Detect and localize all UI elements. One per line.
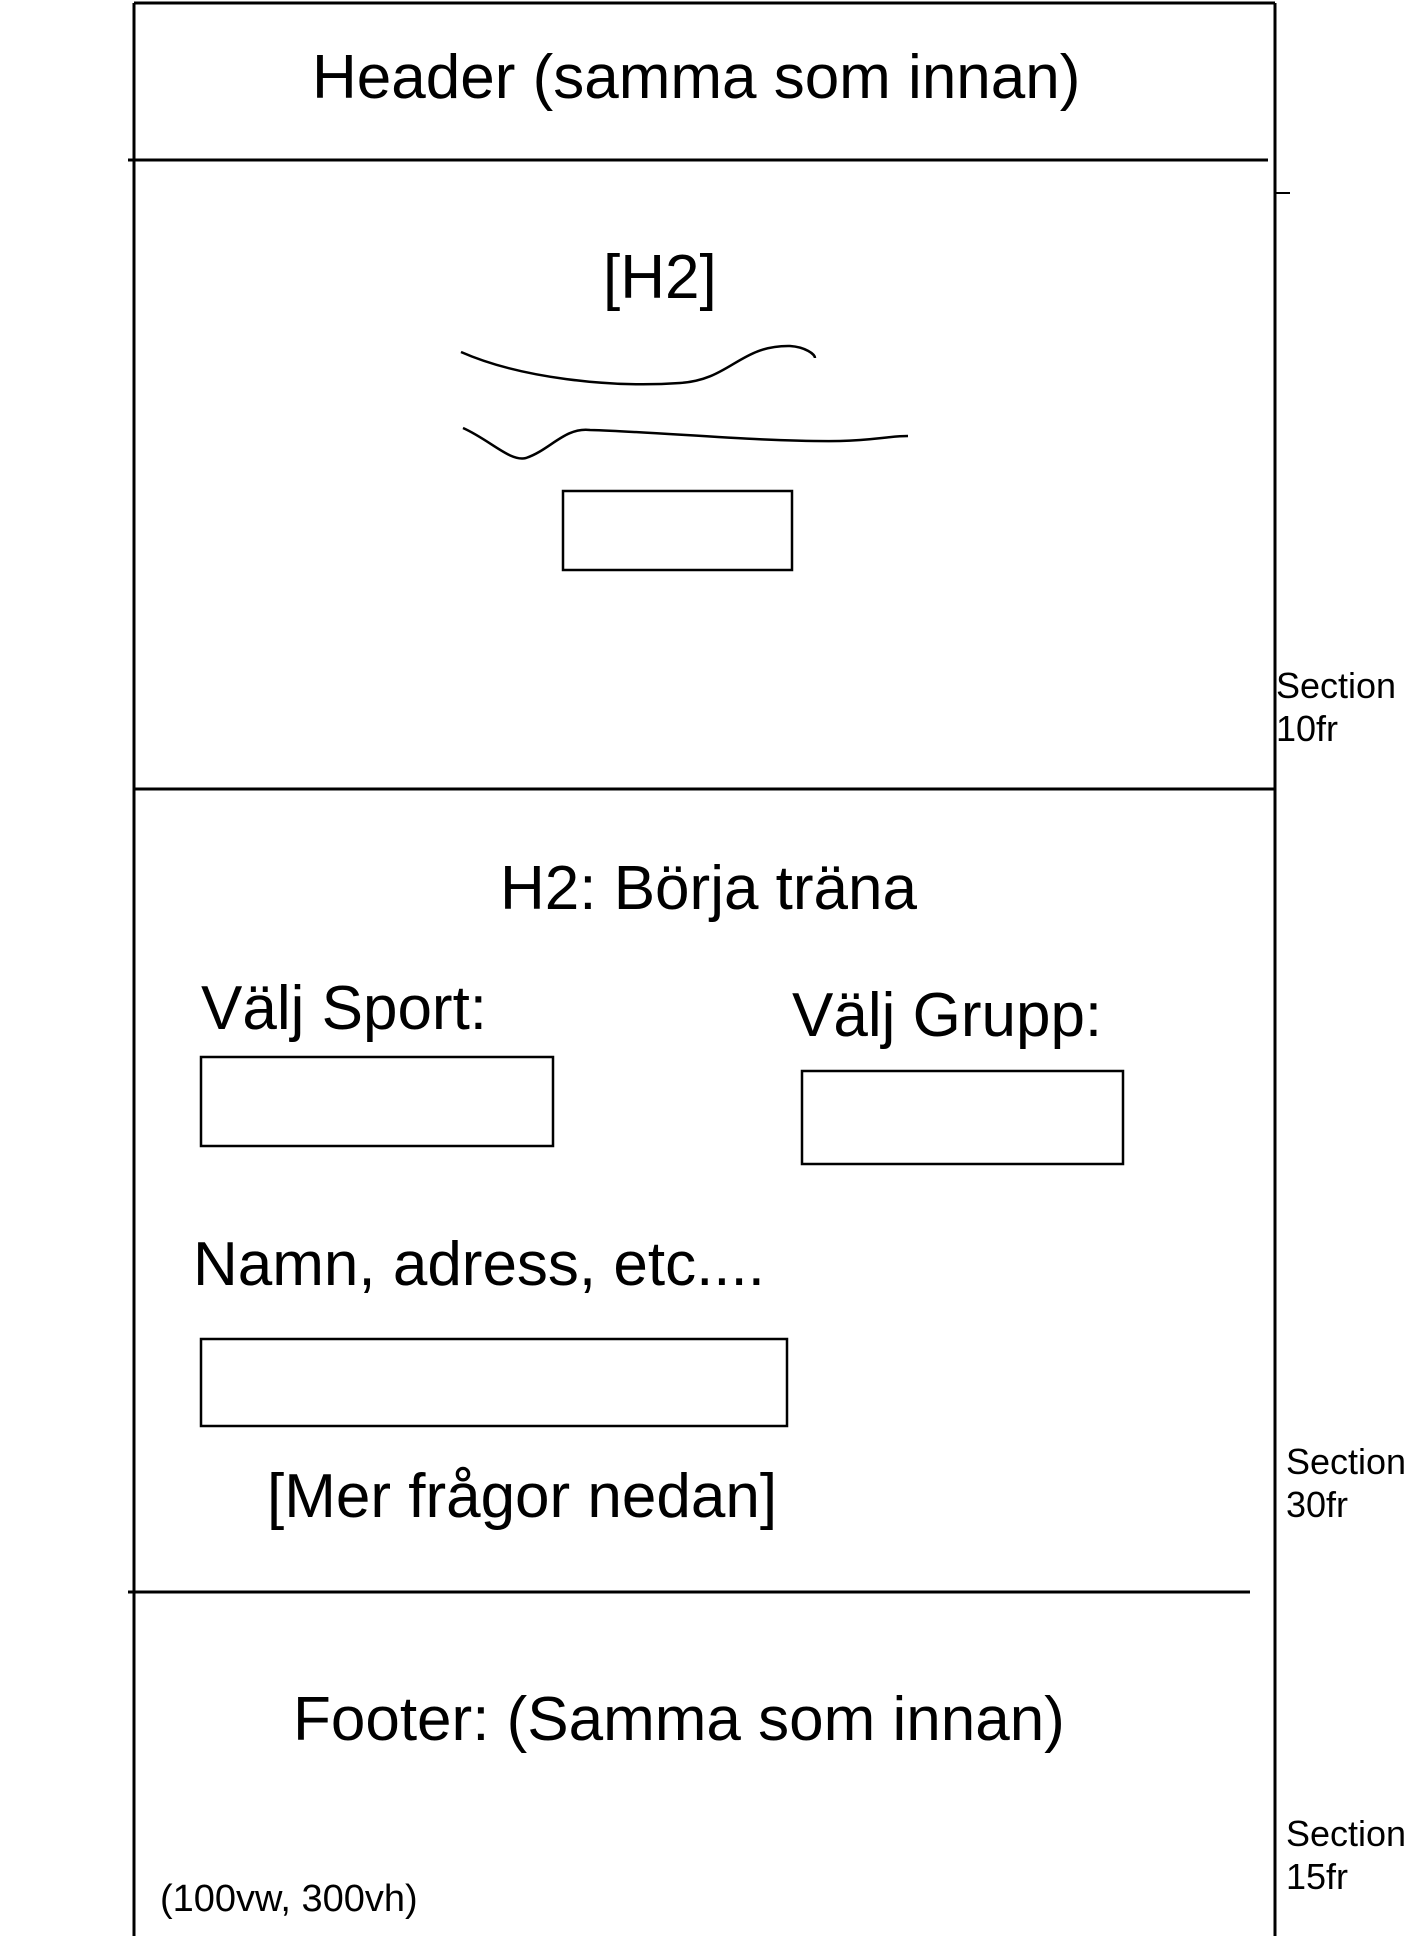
annotation-size: 30fr xyxy=(1286,1484,1349,1526)
viewport-note: (100vw, 300vh) xyxy=(160,1878,418,1920)
group-label: Välj Grupp: xyxy=(792,981,1103,1050)
section-annotation-form: Section 30fr xyxy=(1286,1440,1406,1526)
sport-label: Välj Sport: xyxy=(201,974,488,1043)
sport-select-box[interactable] xyxy=(199,1055,555,1148)
header-label: Header (samma som innan) xyxy=(312,43,1081,112)
footer-label: Footer: (Samma som innan) xyxy=(293,1685,1065,1754)
annotation-title: Section xyxy=(1276,665,1397,706)
hero-heading-placeholder: [H2] xyxy=(603,243,717,312)
annotation-title: Section xyxy=(1286,1441,1407,1482)
group-select-box[interactable] xyxy=(800,1069,1125,1166)
more-questions-note: [Mer frågor nedan] xyxy=(267,1462,778,1531)
hero-button-placeholder[interactable] xyxy=(561,489,794,572)
annotation-size: 10fr xyxy=(1276,708,1339,750)
details-label: Namn, adress, etc.... xyxy=(193,1230,765,1299)
section-annotation-footer: Section 15fr xyxy=(1286,1812,1406,1898)
annotation-size: 15fr xyxy=(1286,1856,1349,1898)
scribble-line-2 xyxy=(462,426,909,460)
form-heading: H2: Börja träna xyxy=(500,854,917,923)
section-annotation-hero: Section 10fr xyxy=(1276,664,1396,750)
details-input-box[interactable] xyxy=(199,1337,789,1428)
scribble-line-1 xyxy=(460,344,817,386)
annotation-title: Section xyxy=(1286,1813,1407,1854)
